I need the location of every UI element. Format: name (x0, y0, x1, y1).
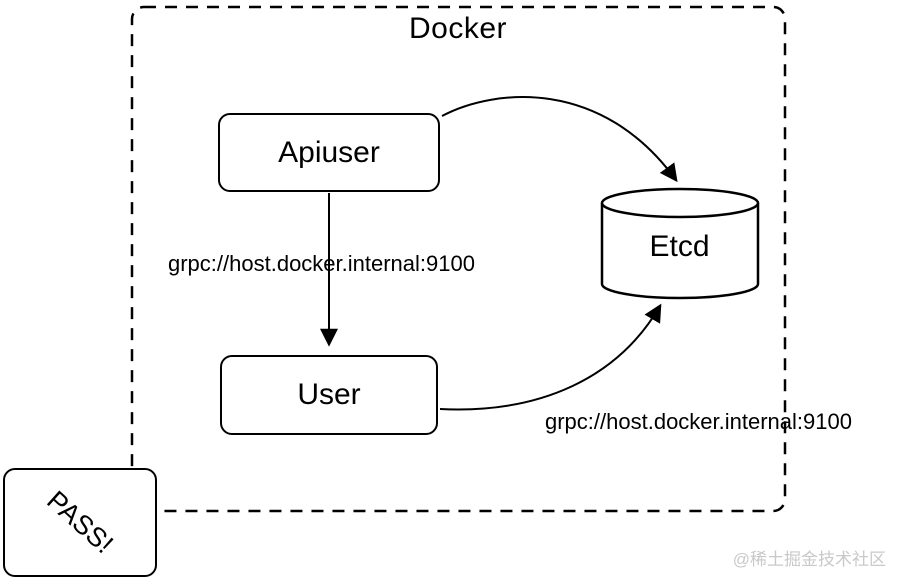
etcd-node-label: Etcd (649, 230, 710, 263)
docker-container-title: Docker (408, 12, 508, 45)
edge-apiuser-to-etcd (441, 96, 678, 183)
pass-stamp-node: PASS! (3, 468, 157, 577)
user-node-label: User (297, 378, 361, 411)
pass-stamp-label: PASS! (41, 485, 120, 560)
etcd-cylinder (600, 187, 760, 300)
edge-label-user-to-etcd: grpc://host.docker.internal:9100 (545, 409, 852, 434)
docker-boundary (130, 5, 787, 513)
edge-label-apiuser-to-user: grpc://host.docker.internal:9100 (168, 251, 475, 276)
watermark-text: @稀土掘金技术社区 (732, 550, 886, 569)
apiuser-node: Apiuser (218, 113, 440, 192)
user-node: User (220, 355, 438, 435)
edge-user-to-etcd (439, 303, 662, 411)
apiuser-node-label: Apiuser (278, 135, 380, 169)
